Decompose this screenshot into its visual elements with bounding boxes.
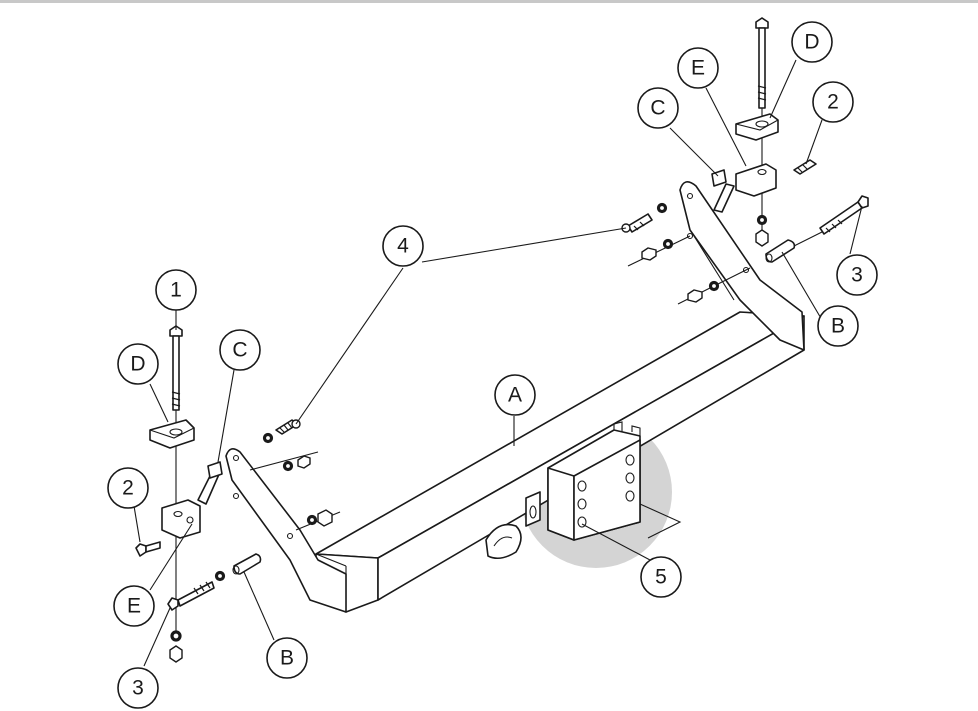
callout-left-c-text: C: [232, 339, 247, 362]
left-side-plate: [225, 448, 347, 613]
callout-left-e: E: [113, 585, 155, 627]
callout-right-3-text: 3: [851, 264, 863, 287]
receiver-box: [485, 421, 682, 560]
callout-left-b-text: B: [280, 647, 294, 670]
callout-left-b: B: [266, 637, 308, 679]
leader-lines: [133, 59, 863, 667]
callout-left-3-text: 3: [132, 677, 144, 700]
callout-right-c: C: [637, 87, 679, 129]
callout-right-d: D: [791, 21, 833, 63]
callout-right-2: 2: [812, 81, 854, 123]
callout-left-e-text: E: [127, 595, 141, 618]
callout-center-5: 5: [640, 556, 682, 598]
callout-left-1: 1: [155, 269, 197, 311]
callout-left-d-text: D: [130, 353, 145, 376]
callout-center-4-text: 4: [397, 235, 409, 258]
callout-right-b-text: B: [831, 315, 845, 338]
callout-center-a-text: A: [508, 384, 522, 407]
callout-right-e-text: E: [691, 57, 705, 80]
callout-center-a: A: [494, 374, 536, 416]
callout-center-4: 4: [382, 225, 424, 267]
left-hardware: [135, 325, 341, 663]
right-side-plate: [679, 181, 805, 351]
callout-right-b: B: [817, 305, 859, 347]
callout-right-e: E: [677, 47, 719, 89]
callout-right-3: 3: [836, 254, 878, 296]
callout-left-1-text: 1: [170, 279, 182, 302]
callout-left-2: 2: [107, 467, 149, 509]
callout-left-c: C: [219, 329, 261, 371]
callout-right-c-text: C: [650, 97, 665, 120]
page-top-border: [0, 0, 978, 3]
callout-left-d: D: [117, 343, 159, 385]
callout-left-2-text: 2: [122, 477, 134, 500]
callout-center-5-text: 5: [655, 566, 667, 589]
callout-left-3: 3: [117, 667, 159, 709]
callout-right-d-text: D: [804, 31, 819, 54]
callout-right-2-text: 2: [827, 91, 839, 114]
